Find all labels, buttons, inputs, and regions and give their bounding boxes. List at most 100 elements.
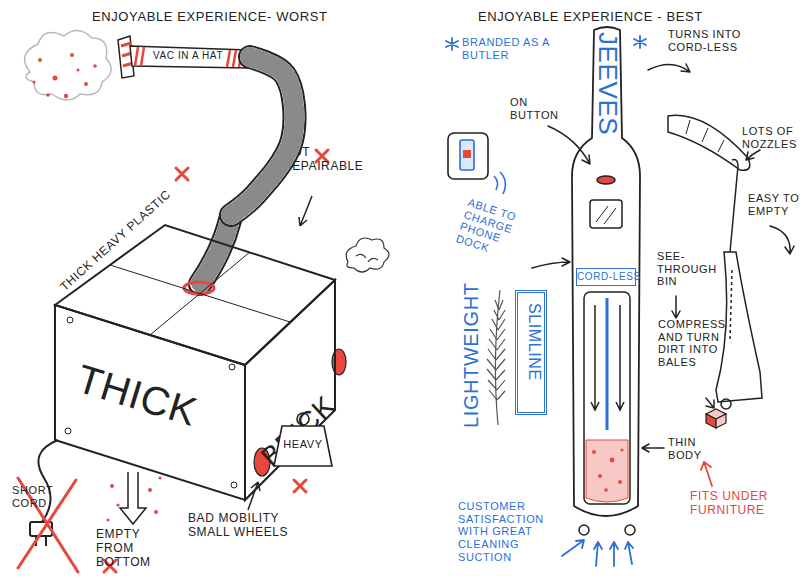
vacuum-detail [625, 525, 635, 535]
phone-dock [494, 172, 505, 194]
hose-stroke [231, 57, 294, 215]
annotation-text: SHORT CORD [12, 484, 64, 509]
dust-dots [33, 81, 36, 84]
dust-cloud [25, 30, 112, 100]
dirt-dots [159, 477, 162, 480]
cross-mark [18, 150, 328, 572]
dust-dots [93, 64, 97, 68]
vacuum-detail [579, 525, 589, 535]
exhaust-cloud [346, 238, 389, 272]
stick-vacuum [730, 270, 732, 340]
hose-stroke [231, 57, 294, 215]
cross-mark [176, 168, 188, 180]
dirt-in-bin [586, 440, 628, 502]
annotation-text: COMPRESS AND TURN DIRT INTO BALES [658, 318, 746, 369]
annotation-text: ON BUTTON [510, 96, 570, 121]
leader-arrow [532, 258, 570, 268]
vacuum-detail [606, 298, 609, 430]
suction-arrow [594, 542, 602, 566]
node-text: THICK [72, 355, 203, 435]
annotation-text: BRANDED AS A BUTLER [462, 36, 567, 61]
dirt-in-bin [610, 458, 615, 463]
annotation-text: CUSTOMER SATISFACTION WITH GREAT CLEANIN… [458, 500, 570, 563]
leader-arrow [746, 150, 760, 160]
suction-arrow [562, 540, 584, 556]
annotation-text: TURNS INTO CORD-LESS [668, 28, 763, 53]
bale-icon [706, 409, 726, 428]
panel-title: ENJOYABLE EXPERIENCE - BEST [478, 10, 703, 25]
outline-stroke [55, 305, 245, 500]
phone-dock [463, 150, 471, 158]
vacuum-detail [590, 200, 622, 228]
panel-title: ENJOYABLE EXPERIENCE- WORST [92, 10, 328, 25]
outline-stroke [135, 47, 242, 67]
hat-head: VAC IN A HAT [118, 36, 250, 78]
exhaust-cloud [346, 238, 389, 272]
suction-arrow [610, 542, 618, 566]
dirt-in-bin [598, 474, 602, 478]
asterisk [634, 36, 646, 48]
feather [496, 300, 505, 400]
outline-stroke [65, 317, 237, 488]
leader-arrow [770, 226, 794, 254]
outline-stroke [130, 46, 248, 68]
phone-dock [460, 140, 474, 170]
asterisk [446, 38, 458, 50]
annotation-text: NOT REPAIRABLE [283, 146, 365, 174]
node-text: JEEVES [592, 32, 622, 135]
dust-dots [77, 69, 80, 72]
dirt-in-bin [618, 480, 622, 484]
hose-connector [231, 57, 294, 215]
leader-arrow [642, 444, 664, 452]
leader-arrow [672, 296, 680, 318]
dirt-in-bin [604, 488, 608, 492]
node-text: CORD-LESS [577, 271, 634, 283]
annotation-text: FITS UNDER FURNITURE [690, 490, 805, 518]
dust-dots [53, 76, 58, 81]
stick-vacuum [721, 399, 731, 409]
slimline-box: SLIMLINE [515, 290, 547, 415]
dirt-dots [116, 503, 119, 506]
cordless-panel: CORD-LESS [576, 268, 636, 286]
cross-mark [294, 480, 306, 492]
outline-stroke [110, 252, 290, 335]
annotation-text: BAD MOBILITY SMALL WHEELS [188, 512, 323, 540]
node-text: HEAVY [272, 438, 334, 451]
feather [487, 290, 505, 425]
dirt-dots [154, 510, 158, 514]
dust-cloud [25, 30, 112, 100]
hose-stub [200, 220, 230, 284]
vacuum-detail [596, 206, 616, 224]
hose-stub [200, 220, 230, 284]
vacuum-detail [579, 176, 635, 535]
annotation-text: ABLE TO CHARGE PHONE DOCK [454, 196, 536, 266]
nozzle [686, 120, 724, 152]
leader-arrow [532, 64, 794, 452]
outline-stroke [572, 27, 640, 516]
leader-arrow [299, 196, 312, 226]
annotation-text: SEE-THROUGH BIN [657, 250, 717, 288]
vacuum-detail [584, 292, 630, 504]
phone-dock [448, 133, 505, 194]
vacuum-detail [597, 176, 615, 184]
leader-arrow [120, 472, 146, 524]
dust-dots [84, 82, 88, 86]
hose-stub [200, 220, 230, 284]
annotation-text: EMPTY FROM BOTTOM [96, 528, 158, 569]
outline-stroke [245, 280, 335, 500]
annotation-text: EASY TO EMPTY [748, 192, 808, 217]
dust-dots [38, 58, 42, 62]
leader-arrow [701, 462, 712, 486]
suction-arrow [562, 540, 633, 566]
annotation-text: LOTS OF NOZZLES [742, 125, 808, 150]
dirt-dots [148, 488, 152, 492]
weight-icon: HEAVY [272, 410, 334, 468]
dirt-dots [107, 519, 110, 522]
dirt-in-bin [586, 440, 628, 502]
dust-dots [70, 53, 74, 57]
